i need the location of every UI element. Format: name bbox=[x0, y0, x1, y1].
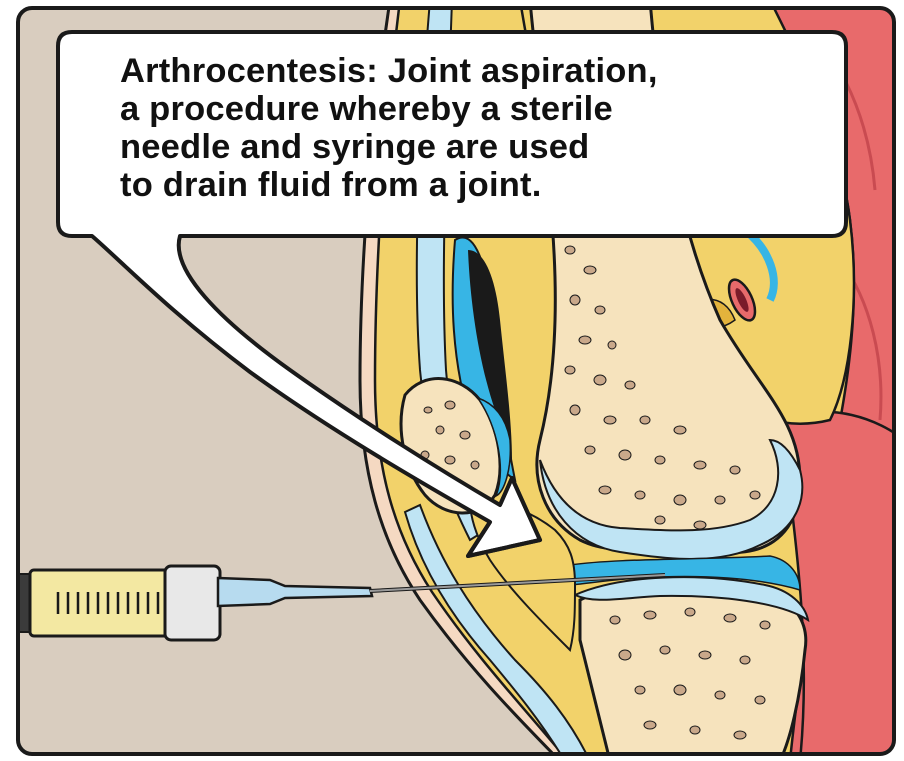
caption: Arthrocentesis: Joint aspiration, a proc… bbox=[120, 52, 820, 204]
syringe-collar bbox=[165, 566, 220, 640]
caption-line-4: to drain fluid from a joint. bbox=[120, 166, 820, 204]
caption-line-2: a procedure whereby a sterile bbox=[120, 90, 820, 128]
caption-line-3: needle and syringe are used bbox=[120, 128, 820, 166]
caption-line-1: Arthrocentesis: Joint aspiration, bbox=[120, 52, 820, 90]
